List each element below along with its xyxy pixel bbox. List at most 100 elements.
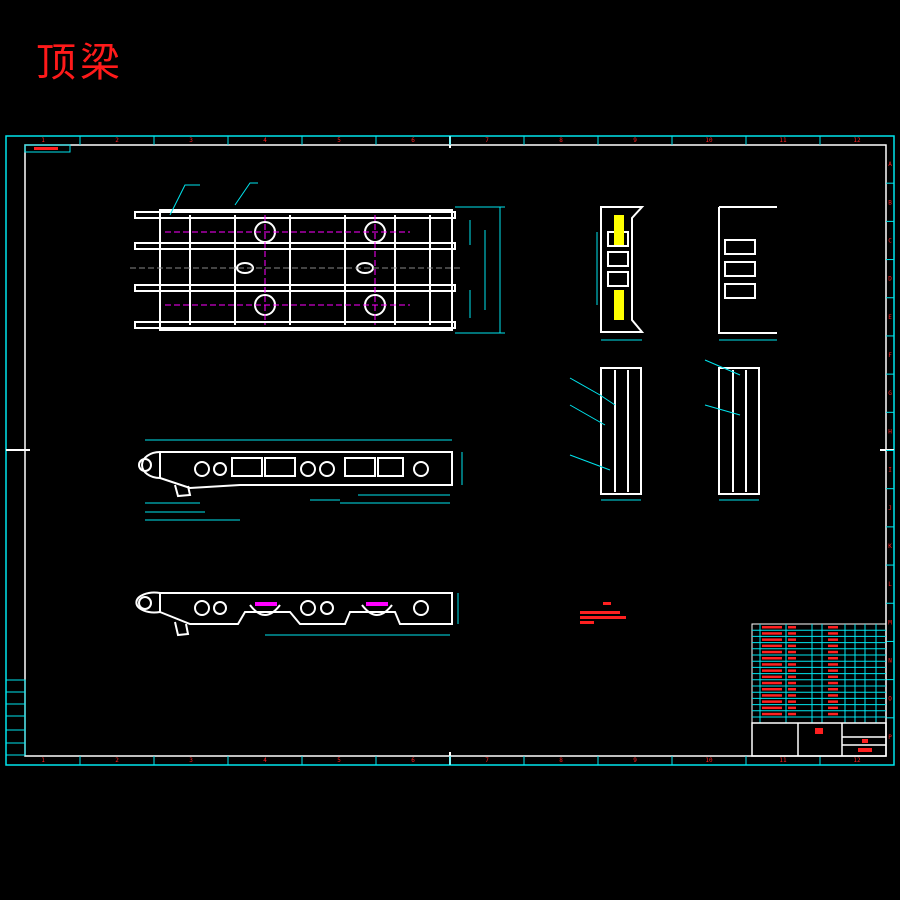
column-label: 5: [337, 757, 341, 764]
parts-entry-mark: [828, 632, 838, 635]
drawing-number-box: [24, 144, 71, 153]
parts-entry-mark: [762, 638, 782, 641]
revision-block: [5, 679, 26, 756]
row-label: P: [888, 734, 892, 741]
parts-entry-mark: [788, 712, 796, 716]
parts-entry-mark: [828, 675, 838, 679]
parts-entry-mark: [762, 694, 782, 697]
parts-entry-mark: [828, 663, 838, 666]
parts-entry-mark: [788, 663, 796, 666]
row-label: H: [888, 428, 892, 435]
drawing-title: 顶梁: [36, 40, 124, 86]
row-label: O: [888, 696, 892, 703]
column-label: 11: [779, 137, 787, 144]
parts-entry-mark: [788, 700, 796, 703]
section-view-b: [718, 206, 777, 334]
parts-entry-mark: [788, 626, 796, 629]
row-label: B: [888, 199, 892, 206]
section-dimensions-right: [569, 232, 777, 501]
column-label: 6: [411, 757, 415, 764]
section-view-d: [718, 367, 760, 495]
title-block: [751, 722, 887, 757]
parts-entry-mark: [828, 657, 838, 660]
drawing-number-text: [34, 147, 58, 150]
parts-entry-mark: [828, 700, 838, 703]
parts-entry-mark: [788, 694, 796, 697]
plan-centerlines: [130, 215, 460, 325]
row-label: F: [888, 352, 892, 359]
section-dimensions: [265, 593, 459, 636]
parts-entry-mark: [762, 681, 782, 685]
parts-entry-mark: [762, 663, 782, 666]
column-label: 5: [337, 137, 341, 144]
column-label: 3: [189, 137, 193, 144]
parts-entry-mark: [828, 694, 838, 697]
parts-entry-mark: [828, 706, 838, 710]
parts-entry-mark: [788, 644, 796, 648]
row-label: I: [888, 467, 892, 474]
column-label: 1: [41, 757, 45, 764]
column-label: 6: [411, 137, 415, 144]
plan-view: [134, 209, 456, 331]
section-a-hatch: [614, 215, 624, 320]
column-label: 3: [189, 757, 193, 764]
column-label: 4: [263, 757, 267, 764]
column-label: 12: [853, 137, 861, 144]
parts-entry-mark: [762, 712, 782, 716]
parts-entry-mark: [828, 712, 838, 716]
parts-entry-mark: [828, 688, 838, 691]
column-label: 9: [633, 137, 637, 144]
technical-notes: [580, 602, 626, 624]
column-label: 10: [705, 757, 713, 764]
parts-entry-mark: [788, 650, 796, 654]
column-label: 7: [485, 757, 489, 764]
parts-entry-mark: [788, 706, 796, 710]
column-label: 10: [705, 137, 713, 144]
row-label: J: [888, 505, 892, 512]
column-label: 4: [263, 137, 267, 144]
column-label: 12: [853, 757, 861, 764]
parts-entry-mark: [762, 669, 782, 672]
column-label: 9: [633, 757, 637, 764]
side-elevation-dimensions: [145, 439, 463, 521]
inner-border: [24, 144, 887, 757]
column-label: 2: [115, 757, 119, 764]
parts-entry-mark: [762, 688, 782, 691]
parts-list: [751, 623, 887, 724]
column-label: 8: [559, 137, 563, 144]
parts-entry-mark: [828, 644, 838, 648]
row-label: D: [888, 276, 892, 283]
parts-entry-mark: [762, 650, 782, 654]
parts-entry-mark: [788, 688, 796, 691]
column-label: 8: [559, 757, 563, 764]
plan-dimensions: [169, 182, 505, 334]
column-label: 11: [779, 757, 787, 764]
row-label: K: [888, 543, 892, 550]
parts-entry-mark: [828, 650, 838, 654]
parts-entry-mark: [762, 706, 782, 710]
row-label: L: [888, 581, 892, 588]
outer-border: [5, 135, 895, 766]
parts-entry-mark: [788, 632, 796, 635]
parts-entry-mark: [762, 700, 782, 703]
row-label: M: [888, 619, 892, 626]
column-label: 1: [41, 137, 45, 144]
column-label: 2: [115, 137, 119, 144]
parts-entry-mark: [828, 669, 838, 672]
row-label: C: [888, 237, 892, 244]
row-label: G: [888, 390, 892, 397]
section-view-c: [600, 367, 642, 495]
parts-entry-mark: [762, 644, 782, 648]
weld-hatch: [255, 602, 388, 606]
side-elevation-view: [138, 451, 453, 498]
parts-entry-mark: [788, 657, 796, 660]
parts-entry-mark: [788, 675, 796, 679]
parts-entry-mark: [828, 626, 838, 629]
row-label: E: [888, 314, 892, 321]
row-label: N: [888, 658, 892, 665]
column-label: 7: [485, 137, 489, 144]
parts-entry-mark: [828, 681, 838, 685]
parts-entry-mark: [762, 626, 782, 629]
parts-entry-mark: [762, 632, 782, 635]
